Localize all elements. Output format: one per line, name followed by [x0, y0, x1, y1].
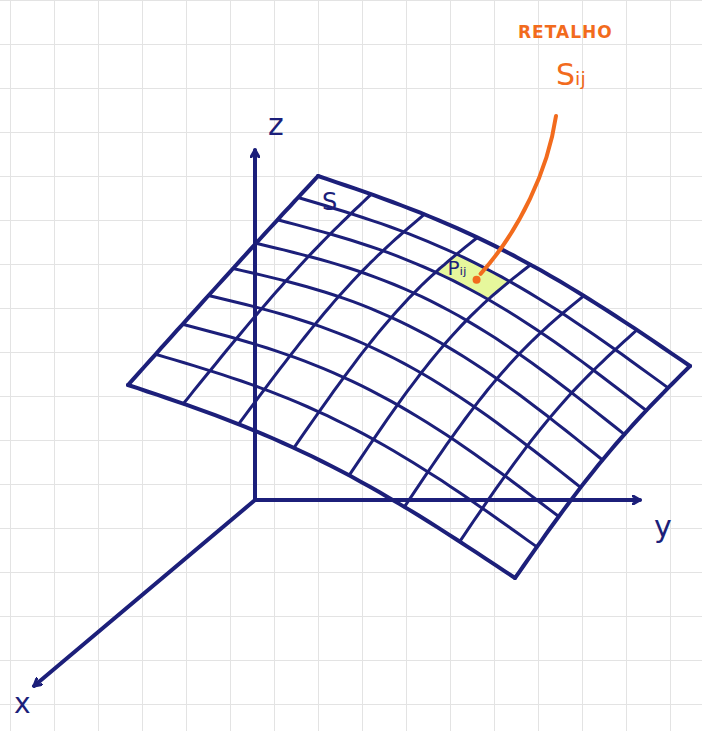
axis-label: y — [654, 512, 672, 542]
axis-label: z — [268, 110, 284, 140]
surface-grid — [128, 176, 690, 578]
grid-line — [318, 176, 690, 366]
callout-arrow — [473, 116, 556, 284]
coordinate-axes — [34, 150, 640, 686]
axis-label: x — [14, 690, 31, 718]
grid-line — [183, 324, 559, 516]
point-label: Pᵢⱼ — [447, 258, 466, 278]
grid-line — [233, 269, 603, 461]
sample-point — [473, 276, 481, 284]
grid-line — [294, 238, 478, 448]
grid-line — [298, 198, 668, 388]
surface-label: S — [322, 190, 337, 214]
callout-title: RETALHO — [518, 24, 613, 41]
grid-line — [256, 243, 624, 434]
grid-line — [156, 354, 537, 547]
grid-line — [209, 296, 581, 488]
grid-line — [515, 366, 690, 578]
grid-line — [278, 220, 647, 411]
leader-line — [481, 116, 556, 274]
patch-label: Sᵢⱼ — [556, 60, 586, 90]
